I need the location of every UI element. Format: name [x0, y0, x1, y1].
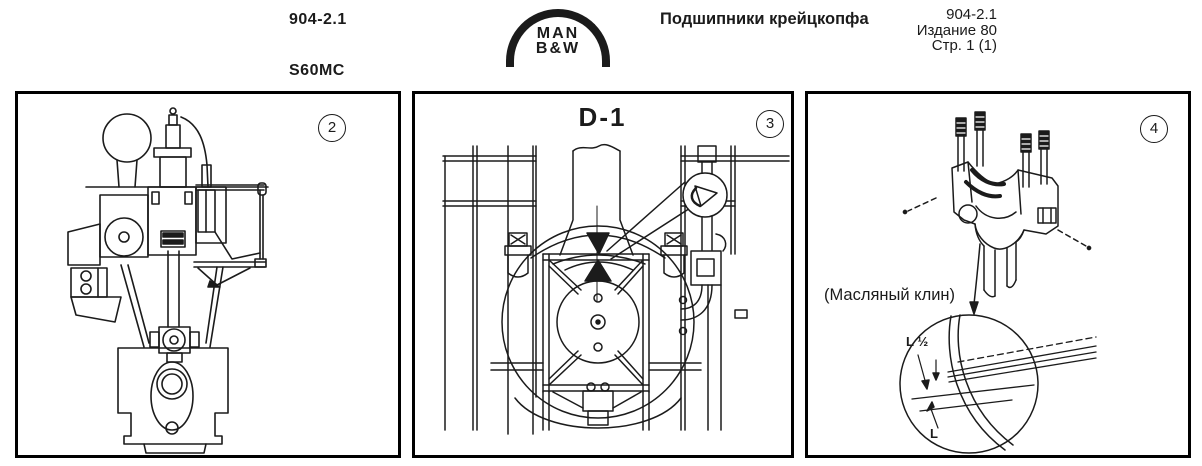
dim-label-l-half: L ½ [906, 334, 929, 349]
logo-line1: MAN [536, 25, 580, 42]
manbw-logo: MAN B&W [506, 9, 614, 71]
doc-ref-edition: Издание 80 [916, 21, 997, 39]
engine-cross-section-drawing [67, 107, 269, 454]
panel-figure-2: 2 [15, 91, 401, 458]
bearing-shell-drawing [899, 111, 1097, 454]
engine-model-label: S60MC [289, 62, 345, 79]
figure-badge-4: 4 [1140, 115, 1168, 143]
logo-line2: B&W [535, 40, 581, 57]
doc-ref-number: 904-2.1 [946, 6, 997, 23]
crosshead-clearance-drawing [442, 143, 790, 435]
doc-reference-block: 904-2.1 Издание 80 Стр. 1 (1) [917, 7, 997, 54]
doc-number-left: 904-2.1 [289, 11, 347, 28]
panel-figure-4: (Масляный клин) L ½ L 4 [805, 91, 1191, 458]
figure-badge-3: 3 [756, 110, 784, 138]
panel-figure-3: D-1 3 [412, 91, 794, 458]
figure-label-d1: D-1 [578, 102, 627, 132]
figure-badge-2: 2 [318, 114, 346, 142]
doc-ref-page: Стр. 1 (1) [931, 37, 997, 54]
page-title: Подшипники крейцкопфа [660, 10, 869, 28]
logo-text: MAN B&W [506, 25, 610, 57]
oil-wedge-caption: (Масляный клин) [824, 286, 956, 304]
dim-label-l: L [930, 426, 938, 441]
